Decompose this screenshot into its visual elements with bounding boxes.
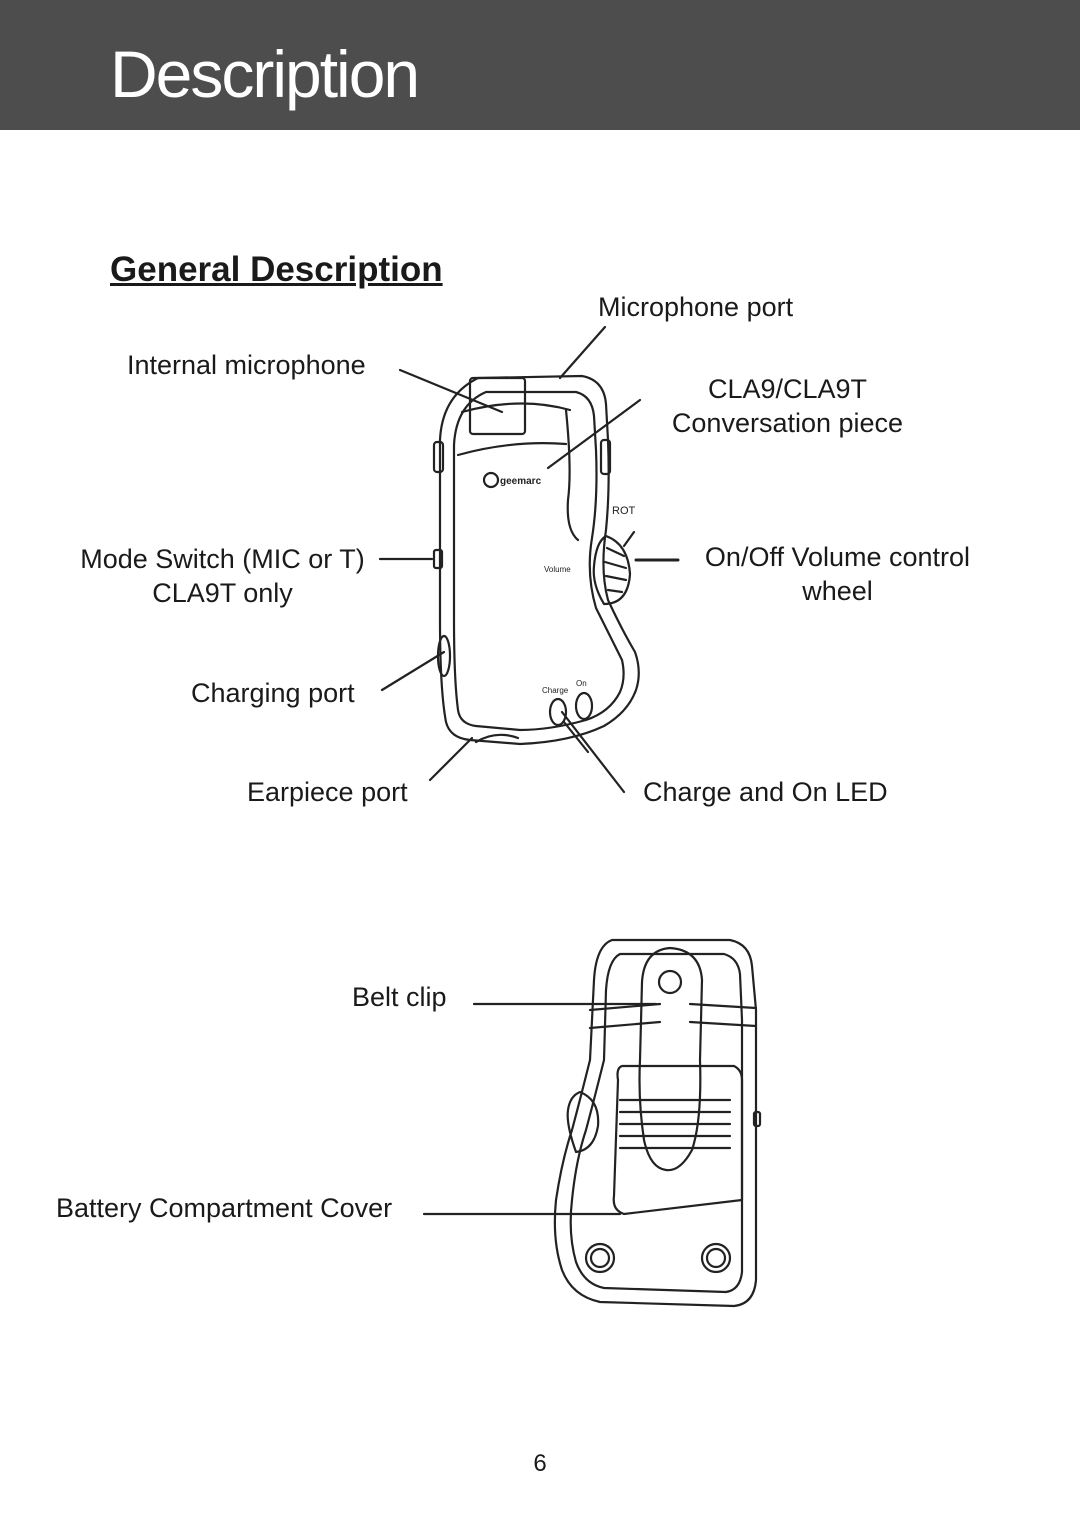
- front-leader-lines: [378, 325, 680, 794]
- label-microphone-port: Microphone port: [598, 292, 794, 322]
- device-brand-text: geemarc: [500, 476, 542, 487]
- device-charge-text: Charge: [542, 686, 569, 695]
- label-battery-cover: Battery Compartment Cover: [56, 1193, 393, 1223]
- label-earpiece-port: Earpiece port: [247, 777, 408, 807]
- label-model: CLA9/CLA9T Conversation piece: [640, 372, 935, 440]
- label-mode-switch: Mode Switch (MIC or T) CLA9T only: [70, 542, 375, 610]
- label-volume-line1: On/Off Volume control: [704, 542, 971, 572]
- label-model-line2: Conversation piece: [671, 408, 904, 438]
- page-number: 6: [533, 1450, 547, 1477]
- label-mode-switch-line2: CLA9T only: [152, 578, 293, 608]
- device-volume-text: Volume: [544, 565, 571, 574]
- section-title: General Description: [110, 250, 443, 289]
- device-rot-text: ROT: [612, 505, 636, 517]
- device-on-text: On: [576, 679, 587, 688]
- back-leader-lines: [422, 1002, 658, 1216]
- header-bar: Description: [0, 0, 1080, 130]
- label-model-line1: CLA9/CLA9T: [707, 374, 868, 404]
- label-internal-microphone: Internal microphone: [127, 350, 366, 380]
- label-charging-port: Charging port: [191, 678, 355, 708]
- page-title: Description: [110, 37, 420, 111]
- label-belt-clip: Belt clip: [352, 982, 447, 1012]
- label-charge-led: Charge and On LED: [643, 777, 888, 807]
- label-mode-switch-line1: Mode Switch (MIC or T): [80, 544, 365, 574]
- label-volume-wheel: On/Off Volume control wheel: [695, 540, 980, 608]
- front-device-illustration: [432, 374, 640, 746]
- back-device-illustration: [553, 938, 762, 1308]
- label-volume-line2: wheel: [802, 576, 873, 606]
